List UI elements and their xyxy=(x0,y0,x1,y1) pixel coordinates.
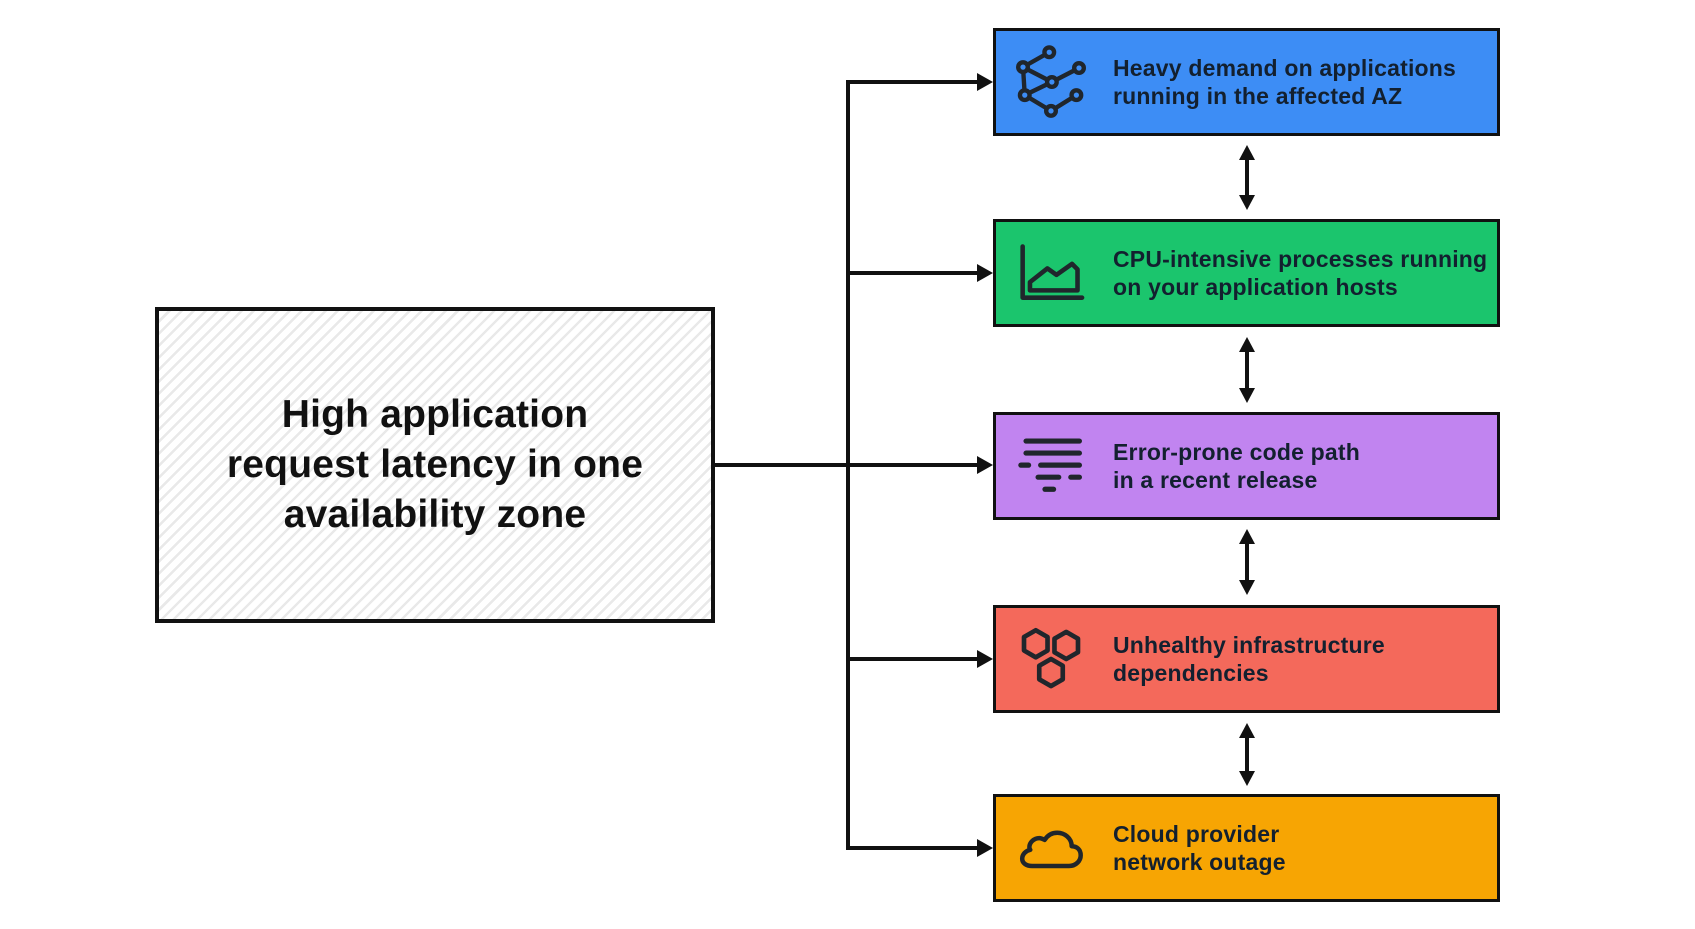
connector-branch-4 xyxy=(846,657,978,661)
bidirectional-arrow-icon-3 xyxy=(1239,529,1255,595)
cause-box-unhealthy-dependencies: Unhealthy infrastructure dependencies xyxy=(993,605,1500,713)
bidirectional-arrow-icon-2 xyxy=(1239,337,1255,403)
cause-box-cpu-intensive: CPU-intensive processes running on your … xyxy=(993,219,1500,327)
connector-branch-1 xyxy=(846,80,978,84)
cause-label: Heavy demand on applications running in … xyxy=(1113,54,1456,110)
cause-label-line-1: CPU-intensive processes running xyxy=(1113,246,1488,272)
cause-label-line-2: in a recent release xyxy=(1113,467,1318,493)
cause-label-line-2: network outage xyxy=(1113,849,1286,875)
cause-box-heavy-demand: Heavy demand on applications running in … xyxy=(993,28,1500,136)
cause-label-line-2: on your application hosts xyxy=(1113,274,1398,300)
cause-label-line-2: dependencies xyxy=(1113,660,1269,686)
arrowhead-icon-1 xyxy=(977,73,993,91)
cause-label: Error-prone code path in a recent releas… xyxy=(1113,438,1360,494)
bidirectional-arrow-icon-4 xyxy=(1239,723,1255,786)
area-chart-icon xyxy=(1013,228,1089,318)
cause-label-line-2: running in the affected AZ xyxy=(1113,83,1403,109)
cause-box-error-prone-code: Error-prone code path in a recent releas… xyxy=(993,412,1500,520)
code-lines-icon xyxy=(1013,421,1089,511)
network-graph-icon xyxy=(1013,37,1089,127)
bidirectional-arrow-icon-1 xyxy=(1239,145,1255,210)
connector-branch-2 xyxy=(846,271,978,275)
cause-label-line-1: Cloud provider xyxy=(1113,821,1280,847)
root-symptom-title: High application request latency in one … xyxy=(227,390,643,540)
connector-branch-3 xyxy=(713,463,978,467)
hexagon-cluster-icon xyxy=(1013,614,1089,704)
arrowhead-icon-3 xyxy=(977,456,993,474)
cause-label: Cloud provider network outage xyxy=(1113,820,1286,876)
arrowhead-icon-2 xyxy=(977,264,993,282)
title-line-3: availability zone xyxy=(283,493,587,536)
cause-label: Unhealthy infrastructure dependencies xyxy=(1113,631,1385,687)
connector-branch-5 xyxy=(846,846,978,850)
title-line-1: High application xyxy=(281,393,589,436)
arrowhead-icon-5 xyxy=(977,839,993,857)
title-line-2: request latency in one xyxy=(226,443,644,486)
cause-label: CPU-intensive processes running on your … xyxy=(1113,245,1487,301)
cause-label-line-1: Heavy demand on applications xyxy=(1113,55,1457,81)
cloud-icon xyxy=(1013,803,1089,893)
arrowhead-icon-4 xyxy=(977,650,993,668)
cause-label-line-1: Unhealthy infrastructure xyxy=(1113,632,1385,658)
root-symptom-box: High application request latency in one … xyxy=(155,307,715,623)
cause-box-cloud-outage: Cloud provider network outage xyxy=(993,794,1500,902)
cause-label-line-1: Error-prone code path xyxy=(1113,439,1361,465)
